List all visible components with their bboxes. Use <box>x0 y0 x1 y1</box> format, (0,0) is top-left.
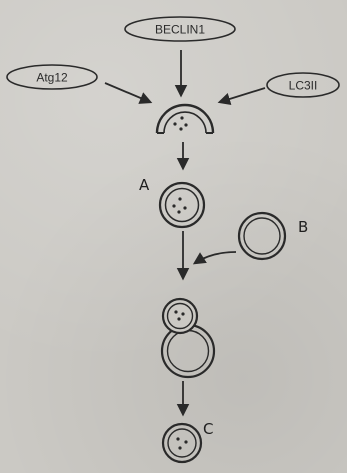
autolysosome-C-cargo <box>176 437 188 450</box>
beclin1-oval <box>124 16 236 42</box>
phagophore-cargo-dots <box>173 116 188 131</box>
lc3ii-node: LC3II <box>266 72 340 98</box>
autolysosome-C <box>161 422 203 464</box>
phagophore <box>155 103 215 134</box>
beclin1-node: BECLIN1 <box>124 16 236 42</box>
atg12-oval <box>6 64 98 90</box>
atg12-node: Atg12 <box>6 64 98 90</box>
arrow-atg12-to-phagophore <box>104 82 153 104</box>
fusion-autolysosome <box>160 297 216 379</box>
stage-B-label: B <box>298 218 308 236</box>
fusion-cargo-dots <box>174 310 185 321</box>
atg12-label: Atg12 <box>36 71 68 85</box>
beclin1-label: BECLIN1 <box>155 23 205 37</box>
lysosome-B <box>237 211 287 261</box>
lc3ii-oval <box>266 72 340 98</box>
autophagosome-A <box>158 181 206 229</box>
lc3ii-label: LC3II <box>289 79 318 93</box>
arrow-B-to-fusion <box>192 251 237 265</box>
stage-A-label: A <box>139 176 150 194</box>
autophagosome-A-cargo <box>172 197 187 214</box>
stage-C-label: C <box>203 420 213 438</box>
arrow-lc3ii-to-phagophore <box>217 87 266 106</box>
